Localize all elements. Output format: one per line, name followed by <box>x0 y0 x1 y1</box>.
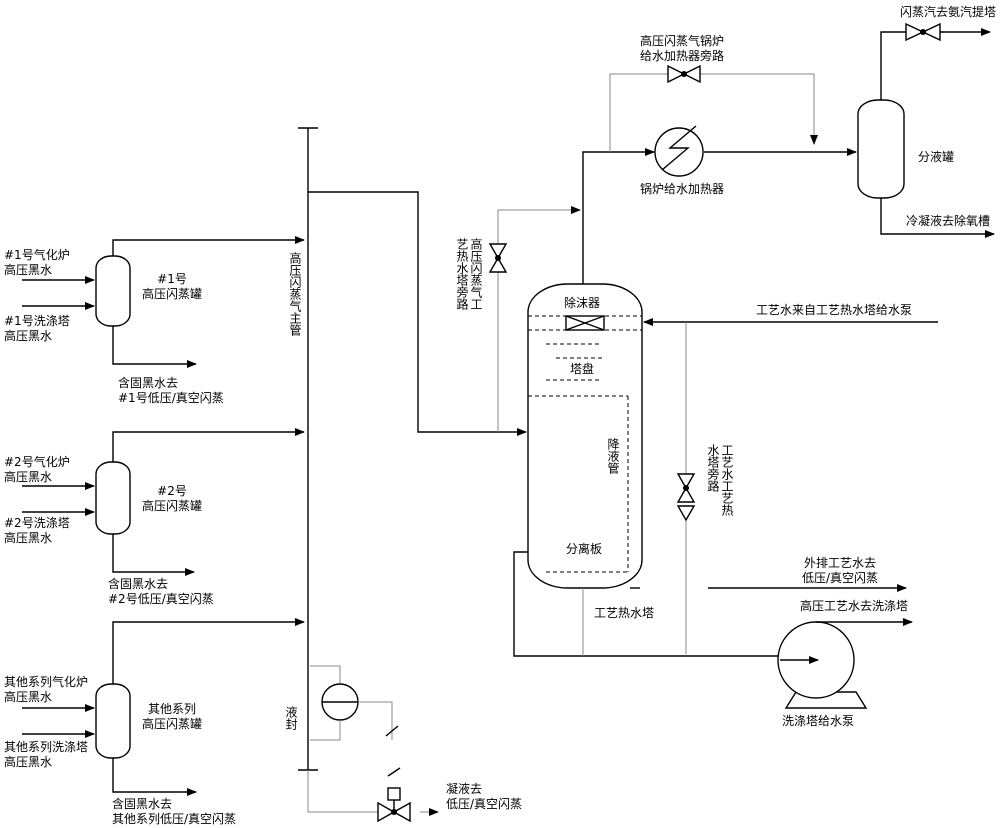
process-water-bypass-label: 工艺水工艺热 水塔旁路 <box>706 444 734 516</box>
separator-plate-label: 分离板 <box>566 542 603 556</box>
condensate-label: 凝液去 低压/真空闪蒸 <box>446 782 523 811</box>
condensate-drain <box>307 767 439 816</box>
downcomer-label: 降液管 <box>606 438 620 474</box>
tower-bypass-valve[interactable] <box>488 243 508 273</box>
separator-tank-label: 分液罐 <box>918 150 955 164</box>
liquid-seal <box>310 665 399 741</box>
flash-tank-2-pipes <box>22 428 305 576</box>
separator-tank <box>857 99 905 199</box>
heater-label: 锅炉给水加热器 <box>640 182 725 196</box>
main-header-pipe <box>298 127 318 771</box>
discharge-water-label: 外排工艺水去 低压/真空闪蒸 <box>802 556 879 585</box>
feed2-scrubber-label: #2号洗涤塔 高压黑水 <box>4 516 70 545</box>
out2-label: 含固黑水去 #2号低压/真空闪蒸 <box>108 577 214 606</box>
flash-gas-valve[interactable] <box>905 22 941 42</box>
tower-bypass-pipe <box>497 206 581 432</box>
feed2-gasifier-label: #2号气化炉 高压黑水 <box>4 455 70 484</box>
heater-bypass-label: 高压闪蒸气锅炉 给水加热器旁路 <box>640 34 725 63</box>
tank2-label: #2号 高压闪蒸罐 <box>142 484 203 513</box>
flash-tank-3 <box>95 683 131 759</box>
heater-bypass-valve[interactable] <box>667 64 701 84</box>
condensate-valve[interactable] <box>377 801 411 823</box>
tower-bottom-pipe <box>513 551 806 657</box>
out1-label: 含固黑水去 #1号低压/真空闪蒸 <box>118 376 224 405</box>
pump-label: 洗涤塔给水泵 <box>782 714 855 728</box>
condensate-deaerator-label: 冷凝液去除氧槽 <box>906 214 991 228</box>
tower-overhead-pipe <box>582 148 857 284</box>
liquid-seal-label: 液封 <box>284 706 298 730</box>
separator-pipes <box>880 28 995 238</box>
tower-bypass-label: 高压闪蒸气工 艺热水塔旁路 <box>455 238 483 310</box>
process-water-bypass-valve[interactable] <box>676 473 696 522</box>
flash-tank-2 <box>95 461 131 535</box>
hot-water-tower-label: 工艺热水塔 <box>594 606 655 620</box>
tray-label: 塔盘 <box>570 362 595 376</box>
process-water-inlet-pipe <box>643 318 938 654</box>
main-header-label: 高压闪蒸气主管 <box>288 252 302 336</box>
boiler-feedwater-heater <box>654 125 704 177</box>
feed3-scrubber-label: 其他系列洗涤塔 高压黑水 <box>4 740 89 769</box>
feed1-gasifier-label: #1号气化炉 高压黑水 <box>4 248 70 277</box>
flash-tank-3-pipes <box>22 618 305 796</box>
feed3-gasifier-label: 其他系列气化炉 高压黑水 <box>4 675 89 704</box>
header-to-tower-pipe <box>308 191 527 436</box>
out3-label: 含固黑水去 其他系列低压/真空闪蒸 <box>112 797 237 826</box>
hp-water-scrubber-label: 高压工艺水去洗涤塔 <box>800 599 909 613</box>
flash-to-stripper-label: 闪蒸汽去氨汽提塔 <box>900 5 997 19</box>
heater-bypass-pipe <box>609 73 818 152</box>
feed1-scrubber-label: #1号洗涤塔 高压黑水 <box>4 314 70 343</box>
tank3-label: 其他系列 高压闪蒸罐 <box>142 702 203 731</box>
flash-tank-1-pipes <box>22 236 305 368</box>
hot-water-tower <box>527 283 643 589</box>
flash-tank-1 <box>95 255 131 327</box>
process-water-in-label: 工艺水来自工艺热水塔给水泵 <box>756 303 913 317</box>
demister-label: 除沫器 <box>564 296 601 310</box>
scrubber-feed-pump[interactable] <box>777 621 868 709</box>
tank1-label: #1号 高压闪蒸罐 <box>142 272 203 301</box>
